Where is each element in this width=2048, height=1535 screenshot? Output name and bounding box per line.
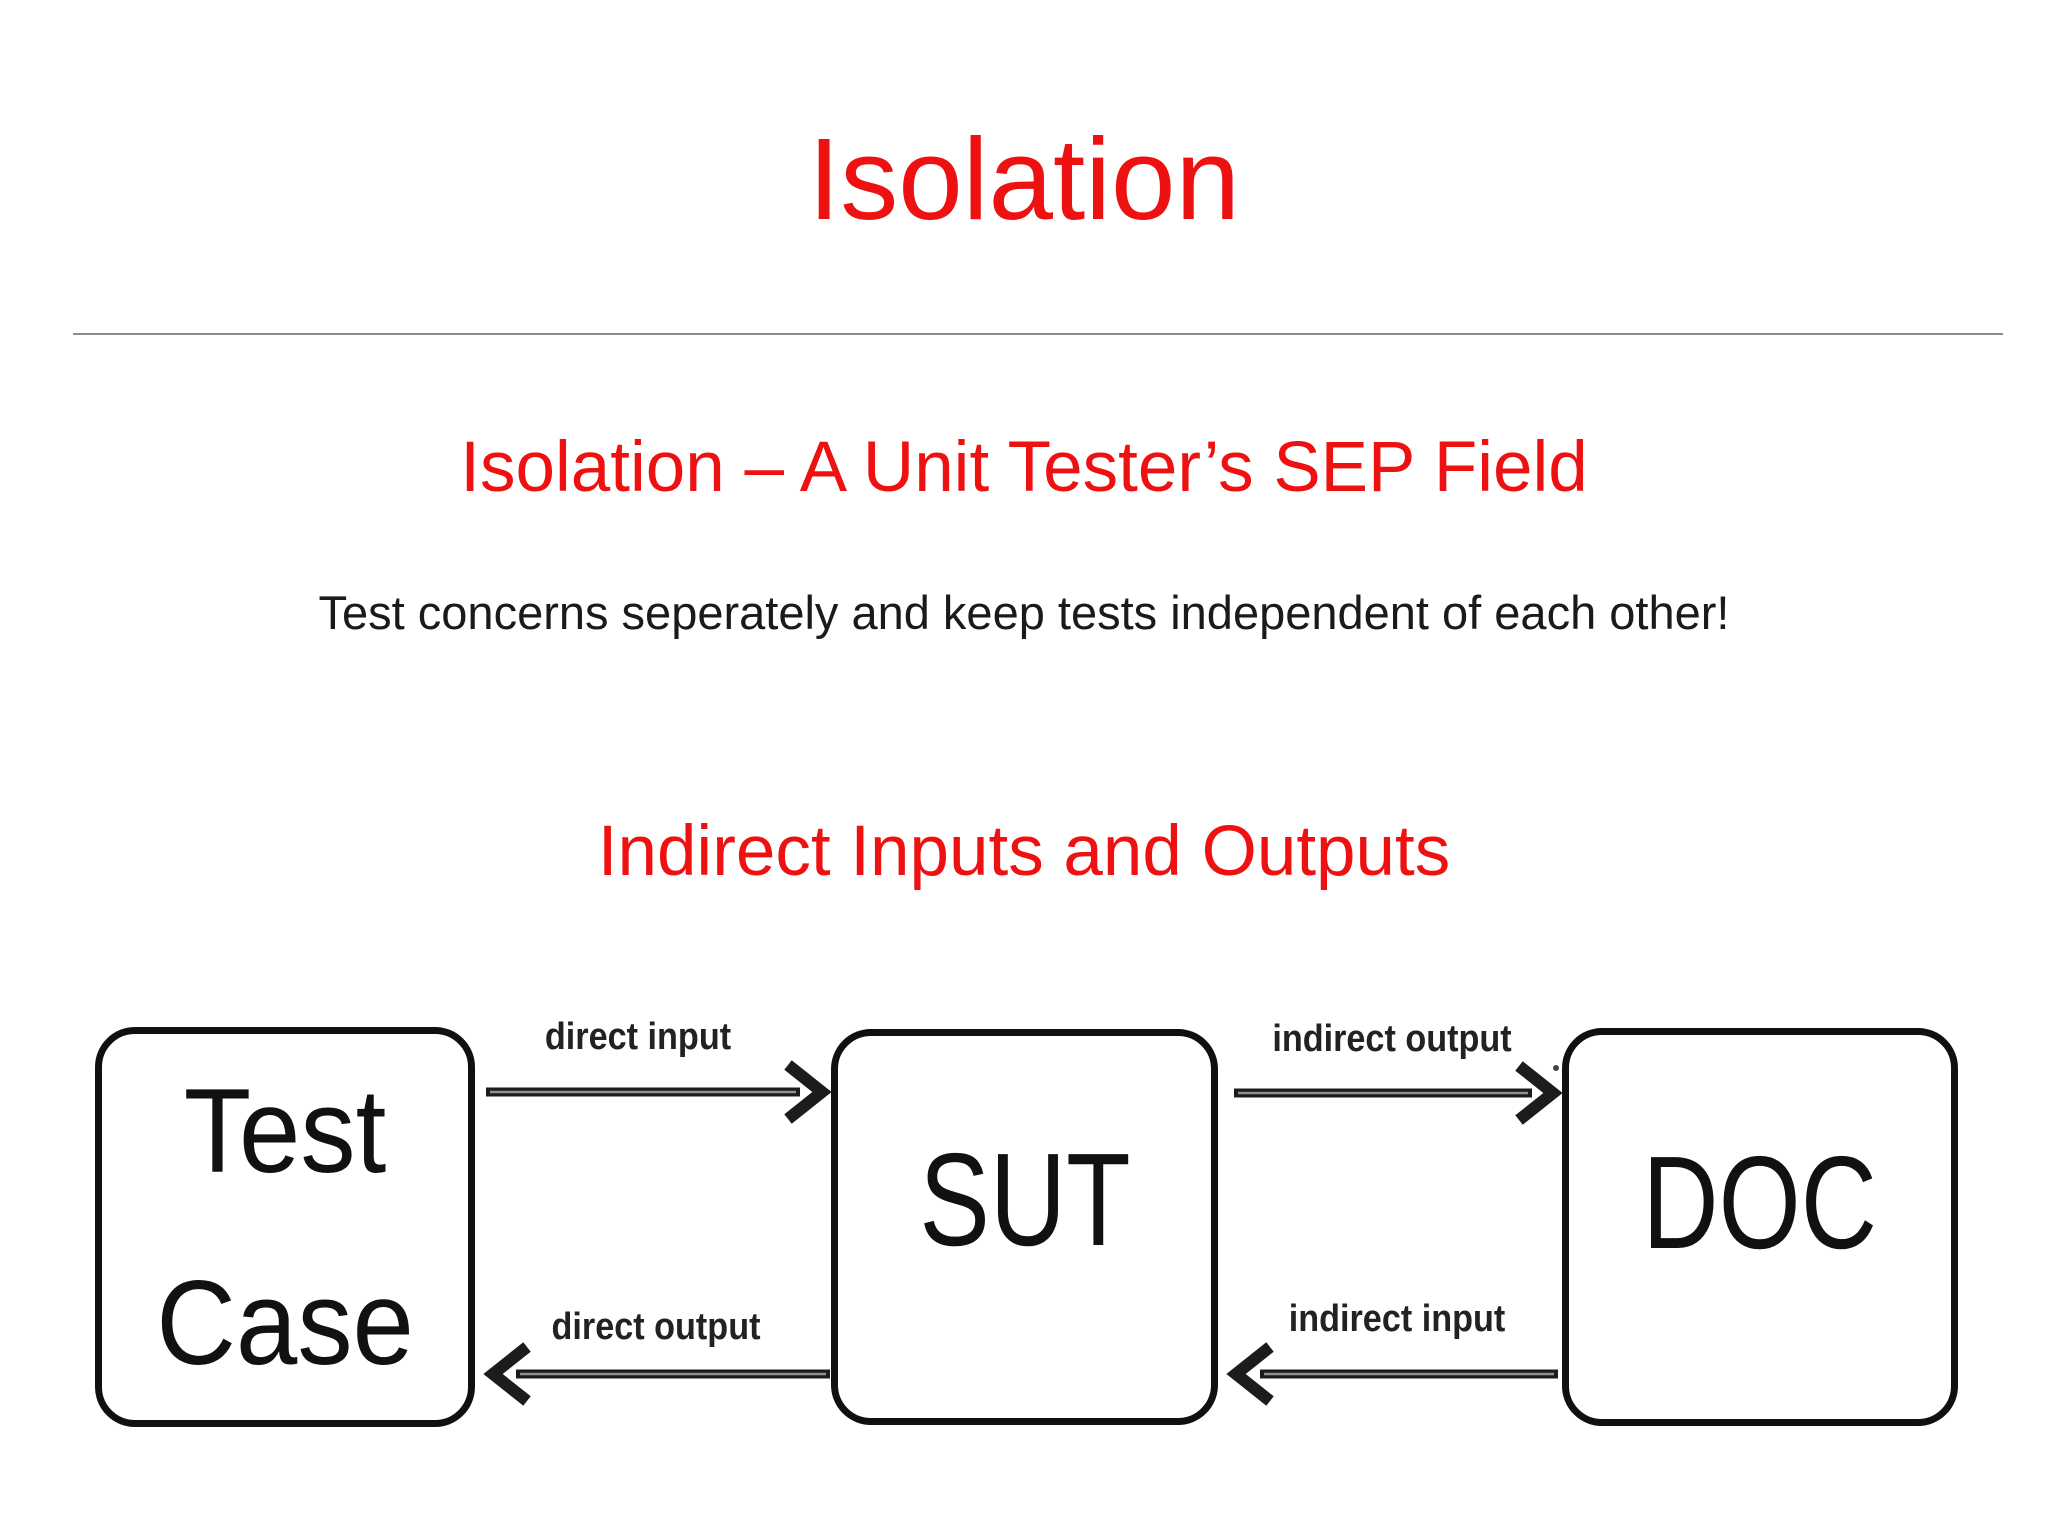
subtitle: Isolation – A Unit Tester’s SEP Field [460,428,1588,507]
arrow-indirect-output [1234,1061,1563,1125]
node-test-case-label-line1: Test [183,1064,387,1198]
slide-title: Isolation [807,114,1241,244]
arrow-label-direct-output: direct output [551,1306,761,1348]
node-sut-label: SUT [918,1126,1131,1273]
node-test-case-label-line2: Case [156,1256,414,1390]
section-heading: Indirect Inputs and Outputs [597,812,1451,891]
divider-line [73,333,2003,335]
stray-dot [1553,1065,1559,1071]
arrow-indirect-input [1226,1342,1558,1406]
arrow-direct-output [483,1342,830,1406]
node-doc: DOC [1562,1028,1958,1426]
node-doc-label: DOC [1642,1129,1878,1276]
arrow-label-direct-input: direct input [544,1016,732,1058]
node-sut: SUT [831,1029,1218,1425]
arrow-label-indirect-output: indirect output [1272,1018,1512,1060]
body-text: Test concerns seperately and keep tests … [318,586,1730,639]
node-test-case: Test Case [95,1027,475,1427]
arrow-direct-input [486,1060,832,1124]
arrow-label-indirect-input: indirect input [1288,1298,1506,1340]
